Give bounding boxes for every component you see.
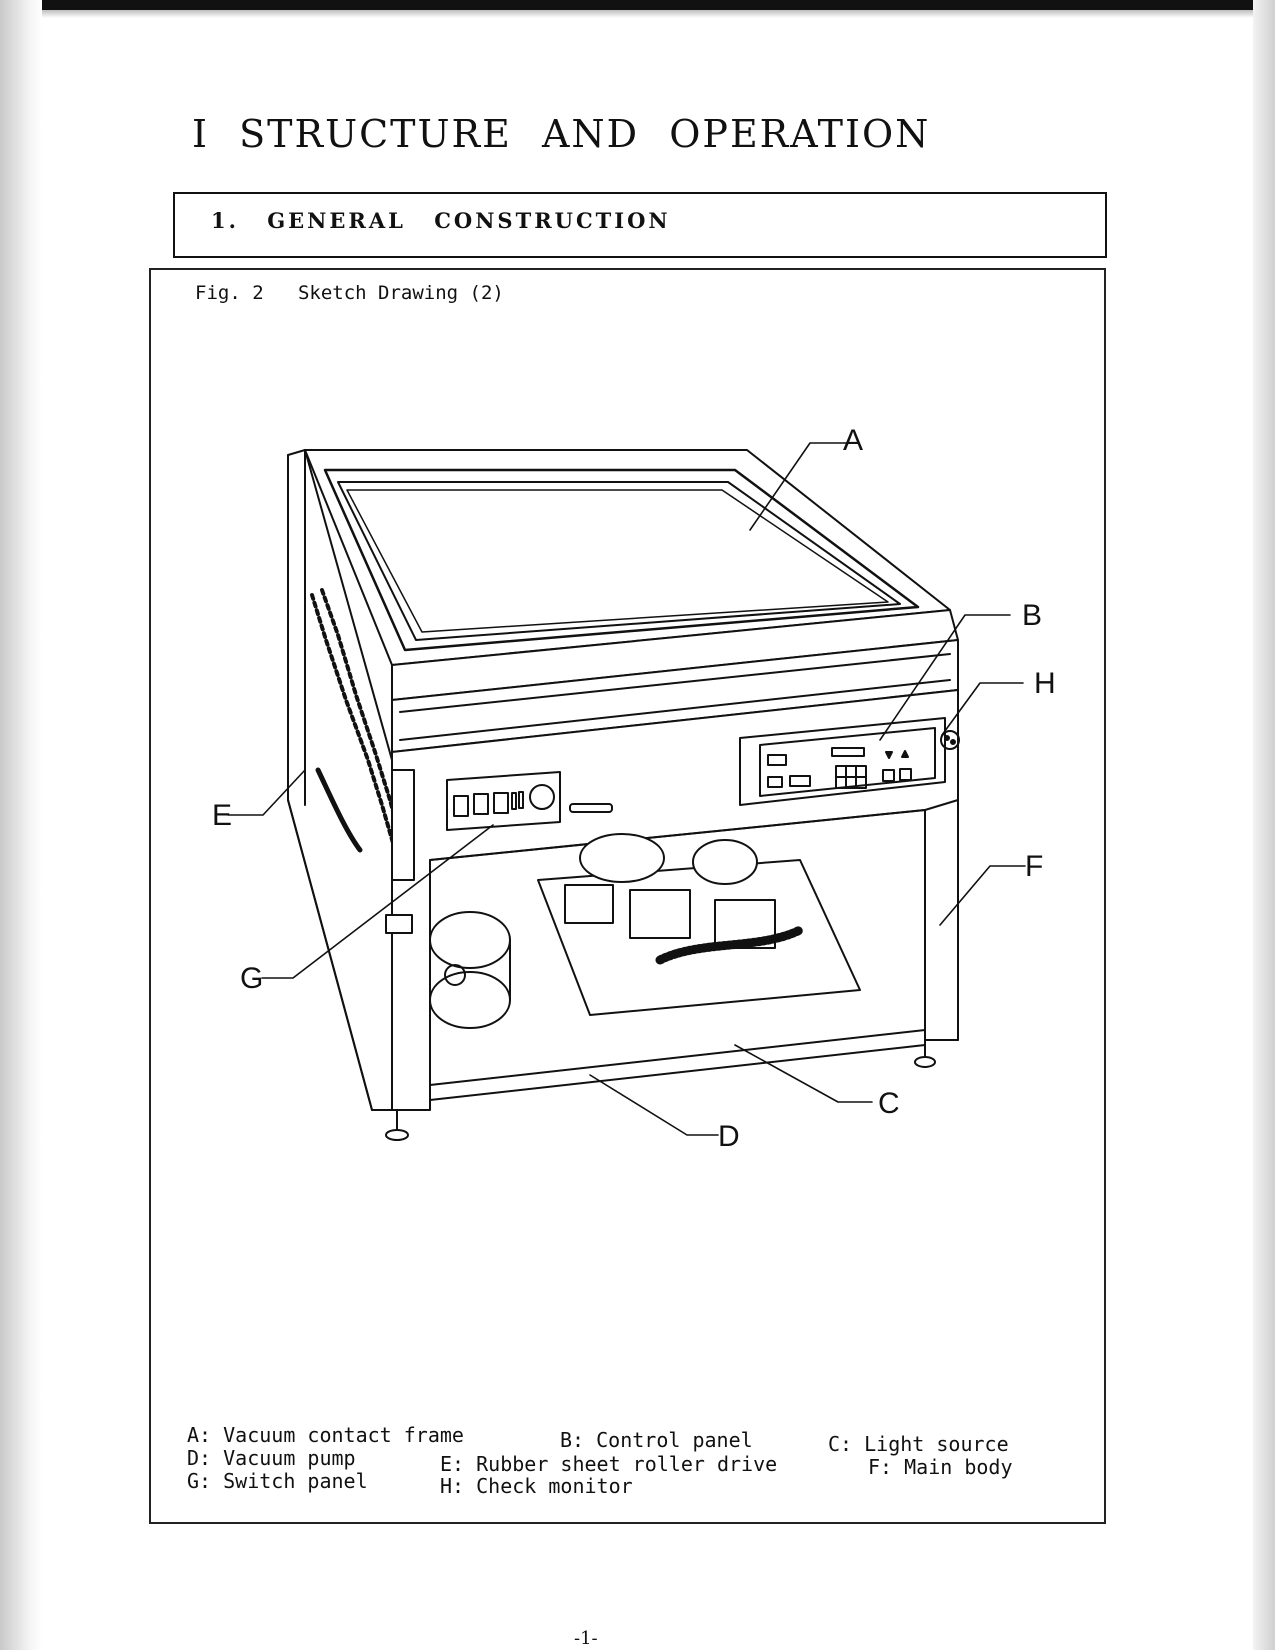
callout-c: C (878, 1087, 900, 1120)
legend-item-h: H: Check monitor (440, 1474, 633, 1498)
legend-item-b: B: Control panel (560, 1428, 753, 1452)
scan-binding-shadow (0, 0, 42, 1650)
vacuum-pump (429, 911, 511, 1029)
section-heading-box: 1. GENERAL CONSTRUCTION (173, 192, 1107, 258)
scan-top-shadow (0, 10, 1275, 18)
figure-frame (149, 268, 1106, 1524)
callout-g: G (240, 962, 263, 995)
check-monitor (940, 730, 960, 750)
callout-e: E (212, 799, 232, 832)
legend-item-f: F: Main body (868, 1455, 1013, 1479)
rubber-sheet-roller-drive (310, 588, 415, 934)
scan-right-edge (1253, 0, 1275, 1650)
legend-item-g: G: Switch panel (187, 1469, 368, 1493)
leveling-feet (385, 1039, 936, 1141)
callout-b: B (1022, 599, 1042, 632)
callout-leader-lines (227, 442, 1026, 1136)
legend-item-d: D: Vacuum pump (187, 1446, 356, 1470)
page-number: -1- (574, 1628, 598, 1649)
control-panel (739, 717, 946, 806)
section-title: 1. GENERAL CONSTRUCTION (211, 208, 671, 233)
callout-a: A (843, 424, 863, 457)
switch-panel (446, 771, 613, 831)
legend-item-c: C: Light source (828, 1432, 1009, 1456)
callout-f: F (1025, 850, 1043, 883)
figure-caption: Fig. 2 Sketch Drawing (2) (195, 282, 504, 304)
vacuum-contact-frame (304, 449, 959, 753)
callout-h: H (1034, 667, 1056, 700)
scan-top-edge (0, 0, 1275, 10)
machine-sketch-drawing: A B H F E G C D (212, 424, 1056, 1153)
light-source (537, 833, 861, 1016)
legend-item-e: E: Rubber sheet roller drive (440, 1452, 778, 1476)
chapter-title: I STRUCTURE AND OPERATION (192, 112, 931, 156)
legend-item-a: A: Vacuum contact frame (187, 1423, 464, 1447)
callout-d: D (718, 1120, 740, 1153)
